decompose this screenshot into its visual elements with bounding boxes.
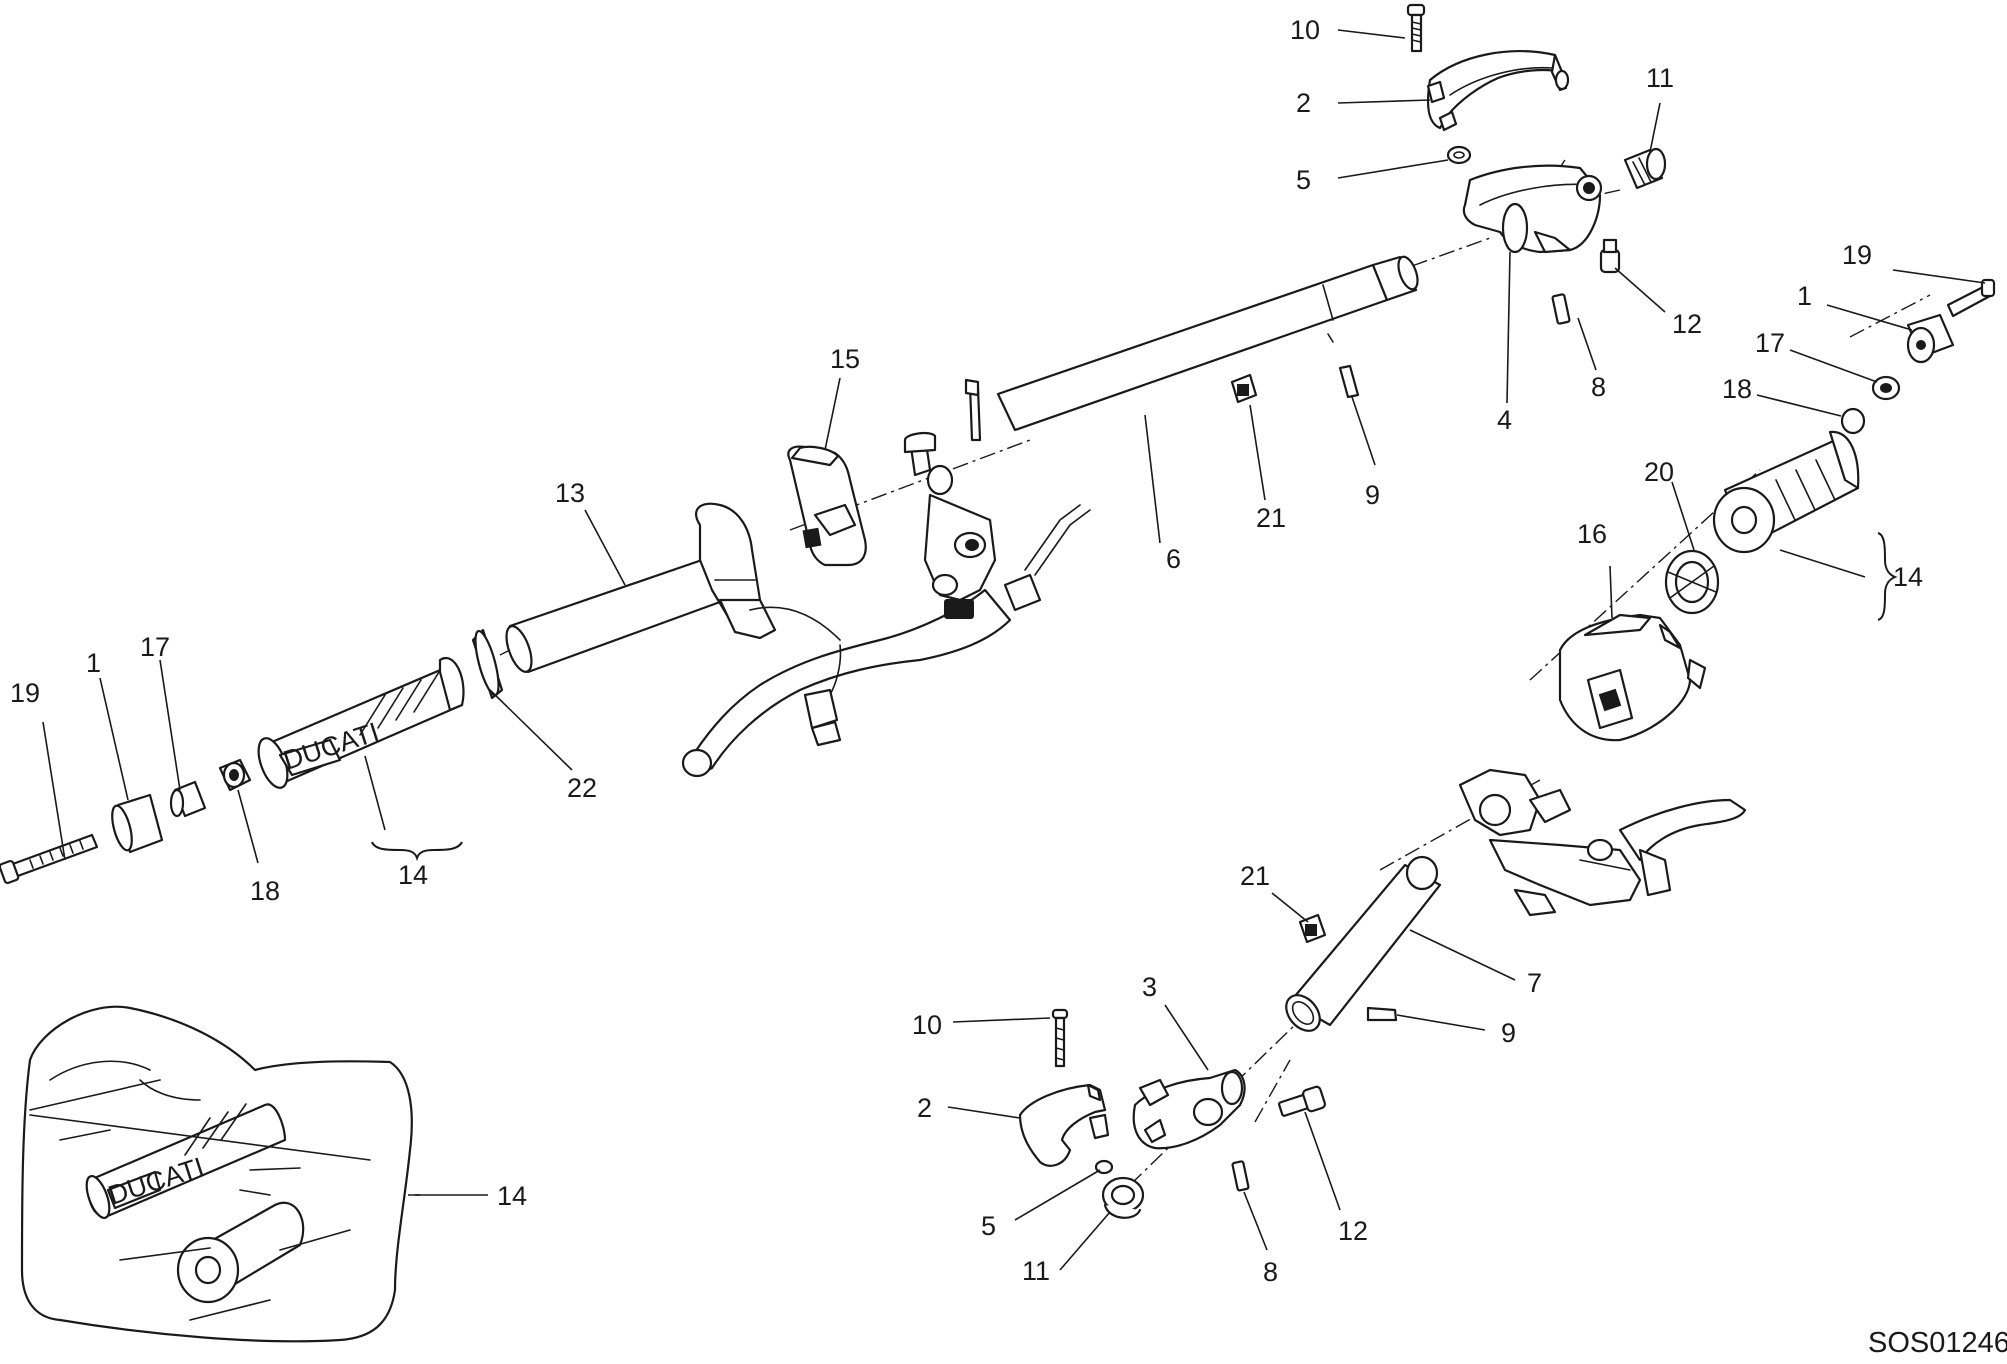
callout-12-upper: 12 <box>1672 309 1702 339</box>
callout-17-left: 17 <box>140 632 170 662</box>
callout-17-right: 17 <box>1755 328 1785 358</box>
callout-7: 7 <box>1527 968 1542 998</box>
callout-3: 3 <box>1142 972 1157 1002</box>
callout-14-right: 14 <box>1893 562 1923 592</box>
switch-block-15 <box>787 445 867 567</box>
callout-11-lower: 11 <box>1022 1256 1050 1286</box>
callout-2-upper: 2 <box>1296 88 1311 118</box>
callout-10-upper: 10 <box>1290 15 1320 45</box>
right-handlebar-tube-7 <box>1285 855 1442 1032</box>
clamp-cap-2-upper <box>1426 50 1570 132</box>
callout-14-inset: 14 <box>497 1181 527 1211</box>
right-switch-housing-16 <box>1558 613 1707 742</box>
callout-12-lower: 12 <box>1338 1216 1368 1246</box>
callout-18-left: 18 <box>250 876 280 906</box>
callout-19-right: 19 <box>1842 240 1872 270</box>
left-clutch-lever-assembly <box>681 378 1091 778</box>
callout-11-upper: 11 <box>1646 63 1674 93</box>
callout-8-upper: 8 <box>1591 372 1606 402</box>
washer-5-upper <box>1446 145 1472 165</box>
callout-9-upper: 9 <box>1365 480 1380 510</box>
callout-14-left: 14 <box>398 860 428 890</box>
leader-lines <box>42 29 1986 1271</box>
plug-11-upper <box>1623 147 1667 190</box>
callout-2-lower: 2 <box>917 1093 932 1123</box>
callout-15: 15 <box>830 344 860 374</box>
left-grip-14: DUCATI <box>257 656 465 789</box>
callout-21-upper: 21 <box>1256 503 1286 533</box>
left-bar-end-parts <box>0 758 252 885</box>
callout-10-lower: 10 <box>912 1010 942 1040</box>
callout-8-lower: 8 <box>1263 1257 1278 1287</box>
callout-21-lower: 21 <box>1240 861 1270 891</box>
right-bar-end-parts <box>1840 278 1996 435</box>
throttle-tube-13 <box>505 558 722 674</box>
lower-clamp-group <box>1018 1008 1327 1219</box>
callout-5-upper: 5 <box>1296 165 1311 195</box>
callout-4: 4 <box>1497 405 1512 435</box>
callout-18-right: 18 <box>1722 374 1752 404</box>
right-brake-lever-assembly <box>1458 768 1747 917</box>
callout-labels: 10 2 5 11 12 4 8 19 1 17 18 20 16 14 15 … <box>10 15 1923 1287</box>
lower-small-parts <box>1230 364 1398 1022</box>
upper-right-clamp-group <box>1406 3 1667 325</box>
callout-1-left: 1 <box>86 648 101 678</box>
callout-5-lower: 5 <box>981 1211 996 1241</box>
callout-6: 6 <box>1166 544 1181 574</box>
inset-grip-view: DUCATI <box>20 1005 413 1343</box>
bolt-10-upper <box>1406 3 1426 53</box>
callout-9-lower: 9 <box>1501 1018 1516 1048</box>
callout-1-right: 1 <box>1797 281 1812 311</box>
assembly-axis-lines <box>499 159 1931 1186</box>
callout-13: 13 <box>555 478 585 508</box>
pin-8-upper <box>1551 293 1571 325</box>
bolt-12-upper <box>1599 238 1621 274</box>
drawing-reference-code: SOS01246 <box>1868 1327 2007 1359</box>
throttle-pulley-20 <box>1664 549 1720 615</box>
left-handlebar-tube-6 <box>996 255 1419 432</box>
grip-set-braces <box>371 532 1898 862</box>
callout-20: 20 <box>1644 457 1674 487</box>
throttle-housing <box>695 502 777 640</box>
clamp-base-4 <box>1462 164 1603 254</box>
callout-16: 16 <box>1577 519 1607 549</box>
callout-22: 22 <box>567 773 597 803</box>
washer-22 <box>471 628 504 700</box>
right-grip-14 <box>1712 430 1860 554</box>
callout-19-left: 19 <box>10 678 40 708</box>
